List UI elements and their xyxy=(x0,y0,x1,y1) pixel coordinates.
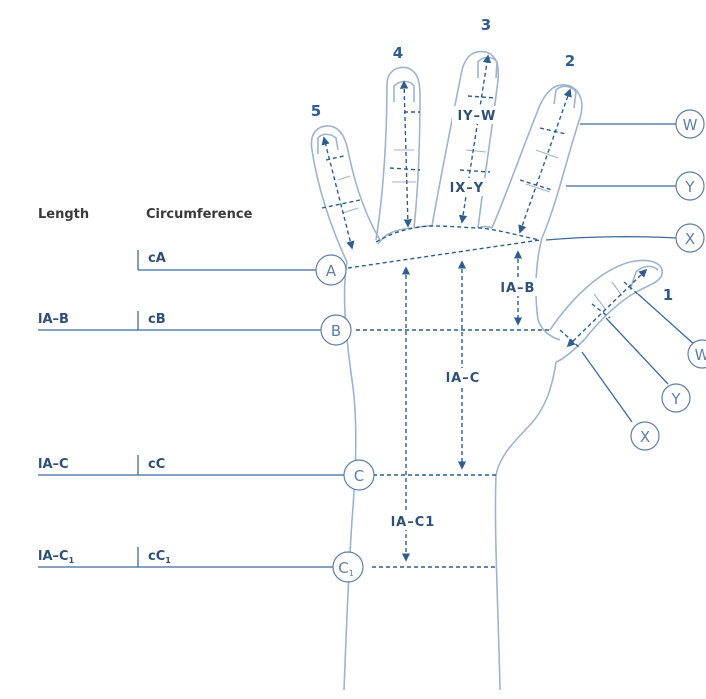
marker-c: C xyxy=(354,467,364,485)
measure-label-yw: lY–W xyxy=(458,109,497,124)
thumb-outline xyxy=(549,259,663,363)
header-length: Length xyxy=(38,207,89,222)
arrow-finger-5 xyxy=(321,136,355,250)
measure-label-ab: lA–B xyxy=(501,281,536,296)
finger-5-outline xyxy=(310,125,381,263)
finger-creases xyxy=(337,149,623,311)
finger-number-1: 1 xyxy=(663,286,673,304)
circle-markers xyxy=(315,109,706,583)
marker-a: A xyxy=(326,262,337,280)
marker-c1-sub: 1 xyxy=(349,569,354,578)
label-backgrounds xyxy=(380,106,544,530)
measure-label-ac: lA–C xyxy=(446,371,481,386)
finger-number-4: 4 xyxy=(393,44,403,62)
row-b-circ: cB xyxy=(148,312,166,327)
finger-3-outline xyxy=(431,50,500,229)
row-c1-length-sub: 1 xyxy=(69,556,75,565)
thumb-base-edge xyxy=(494,361,557,691)
line-a-palm xyxy=(347,239,541,269)
marker-b: B xyxy=(331,322,341,340)
marker-y-finger: Y xyxy=(684,178,695,196)
finger-base-arcs xyxy=(375,225,541,243)
arrow-finger-4 xyxy=(399,80,413,228)
measure-label-xy: lX–Y xyxy=(450,181,484,196)
row-a-circ: cA xyxy=(148,251,166,266)
thumb-nail xyxy=(629,265,659,291)
palm-right-edge xyxy=(535,237,561,341)
row-c-length: lA–C xyxy=(38,457,69,472)
row-c1-length-main: lA–C xyxy=(38,549,69,564)
row-c1-circ-sub: 1 xyxy=(165,556,171,565)
marker-w-thumb: W xyxy=(695,346,706,364)
measurement-guides xyxy=(321,95,641,568)
row-c1-circ: cC1 xyxy=(148,549,171,565)
marker-c1: C1 xyxy=(338,559,354,578)
header-circumference: Circumference xyxy=(146,207,253,222)
row-c-circ: cC xyxy=(148,457,165,472)
arrow-finger-2 xyxy=(518,88,572,234)
finger-4-outline xyxy=(375,66,421,241)
row-c1-length: lA–C1 xyxy=(38,549,75,565)
arrow-finger-3 xyxy=(458,54,492,224)
marker-x-thumb: X xyxy=(640,428,650,446)
row-b-length: lA–B xyxy=(38,312,69,327)
marker-w-finger: W xyxy=(683,116,698,134)
marker-y-thumb: Y xyxy=(670,390,681,408)
measure-label-ac1: lA–C1 xyxy=(391,515,436,530)
finger-number-3: 3 xyxy=(481,16,491,34)
finger-number-2: 2 xyxy=(565,52,575,70)
finger-2-outline xyxy=(491,84,583,239)
marker-c1-main: C xyxy=(338,559,348,577)
finger-number-5: 5 xyxy=(311,102,321,120)
row-lines xyxy=(38,123,697,568)
finger-webs xyxy=(377,225,493,245)
marker-x-finger: X xyxy=(685,230,695,248)
measurement-arrows xyxy=(321,54,648,562)
row-c1-circ-main: cC xyxy=(148,549,165,564)
arrow-thumb xyxy=(566,268,648,348)
